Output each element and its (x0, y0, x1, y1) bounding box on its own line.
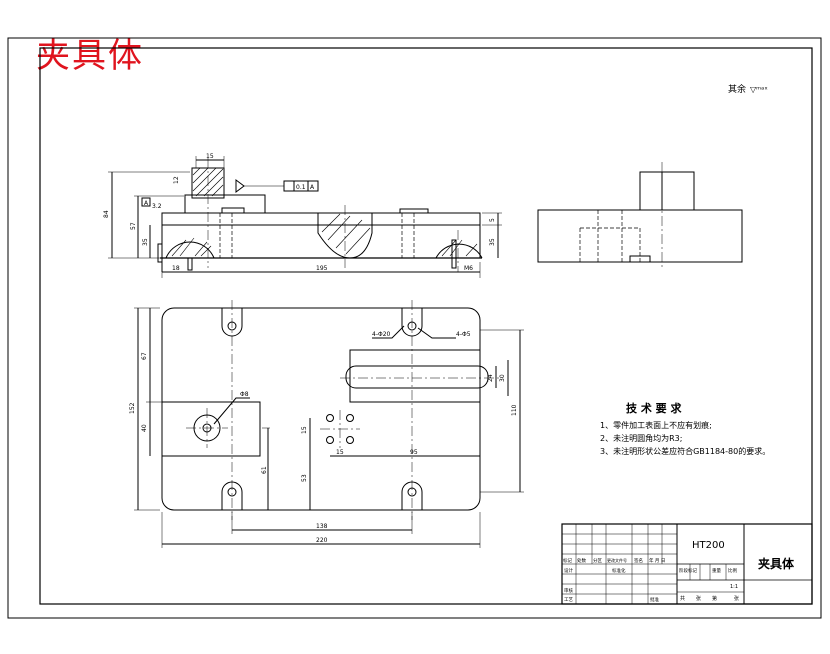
gdt-ref: A (144, 200, 149, 207)
dim-front-height-total: 84 (103, 210, 110, 218)
dim-front-top-block: 15 (206, 153, 214, 160)
scale-label: 1:1 (730, 584, 738, 590)
tech-item-2: 2、未注明圆角均为R3; (600, 433, 682, 443)
plan-view (134, 300, 524, 548)
dim-front-right-lower: 35 (489, 238, 496, 246)
left-label-2: 工艺 (564, 597, 573, 603)
plan-center-hole: Φ8 (240, 391, 249, 398)
stage-label-1: 重量 (712, 567, 721, 574)
stage-label-2: 比例 (728, 567, 737, 574)
sheet-label-2: 第 (712, 595, 717, 602)
tech-heading: 技 术 要 求 (626, 401, 682, 415)
plan-slot-width-b: 30 (499, 374, 506, 382)
part-name-label: 夹具体 (758, 556, 795, 571)
plan-small-b: 15 (336, 449, 344, 456)
title-block (561, 523, 813, 605)
tech-item-3: 3、未注明形状公差应符合GB1184-80的要求。 (600, 446, 770, 456)
row-label-0: 标记 (563, 557, 572, 564)
plan-height-lower: 61 (261, 466, 268, 474)
side-view (537, 162, 743, 268)
row-label-3: 更改文件号 (607, 557, 627, 563)
dim-front-height-lower: 35 (142, 238, 149, 246)
row-label-1: 处数 (577, 557, 586, 564)
plan-hole-label-b: 4-Φ5 (456, 331, 471, 338)
dim-front-bottom-right: M6 (464, 265, 473, 272)
surface-symbol: ▽ᵐᵃˣ (750, 85, 768, 94)
row-label-5: 年 月 日 (649, 557, 665, 564)
sheet-label-0: 共 (680, 595, 685, 602)
mid-label-0: 标准化 (612, 567, 626, 574)
plan-slot-width-a: 24 (487, 374, 494, 382)
front-view (108, 156, 502, 278)
row-label-4: 签名 (634, 557, 643, 564)
sheet-label-3: 张 (734, 595, 739, 602)
gdt-datum: A (310, 184, 315, 191)
plan-right-total: 110 (511, 404, 518, 416)
dim-front-overall-length: 195 (316, 265, 328, 272)
plan-small-a: 15 (301, 426, 308, 434)
stage-label-0: 阶段标记 (679, 567, 697, 574)
left-label-0: 设计 (564, 567, 573, 574)
plan-hole-label-a: 4-Φ20 (372, 331, 391, 338)
gdt-value: 0.1 (296, 184, 306, 191)
dim-front-bottom-left: 18 (172, 265, 180, 272)
plan-horizontal-mid: 95 (410, 449, 418, 456)
plan-height-total: 152 (129, 402, 136, 414)
outer-border (7, 37, 822, 619)
sheet-label-1: 张 (696, 595, 701, 602)
inner-frame (39, 47, 813, 605)
plan-small-c: 53 (301, 474, 308, 482)
dim-front-tol-box: 3.2 (152, 203, 162, 210)
tech-item-1: 1、零件加工表面上不应有划痕; (600, 420, 712, 430)
surface-note: 其余 (728, 83, 746, 95)
mid-label-1: 批准 (650, 596, 659, 603)
dim-front-mid: 12 (173, 176, 180, 184)
plan-height-upper: 67 (141, 352, 148, 360)
plan-bottom-inner: 138 (316, 523, 328, 530)
dim-front-right-upper: 5 (489, 218, 496, 222)
row-label-2: 分区 (593, 557, 602, 564)
watermark-title: 夹具体 (36, 36, 144, 76)
left-label-1: 审核 (564, 587, 573, 594)
plan-height-mid: 40 (141, 424, 148, 432)
material-label: HT200 (692, 540, 725, 551)
plan-bottom-total: 220 (316, 537, 328, 544)
dim-front-height-left: 57 (130, 222, 137, 230)
